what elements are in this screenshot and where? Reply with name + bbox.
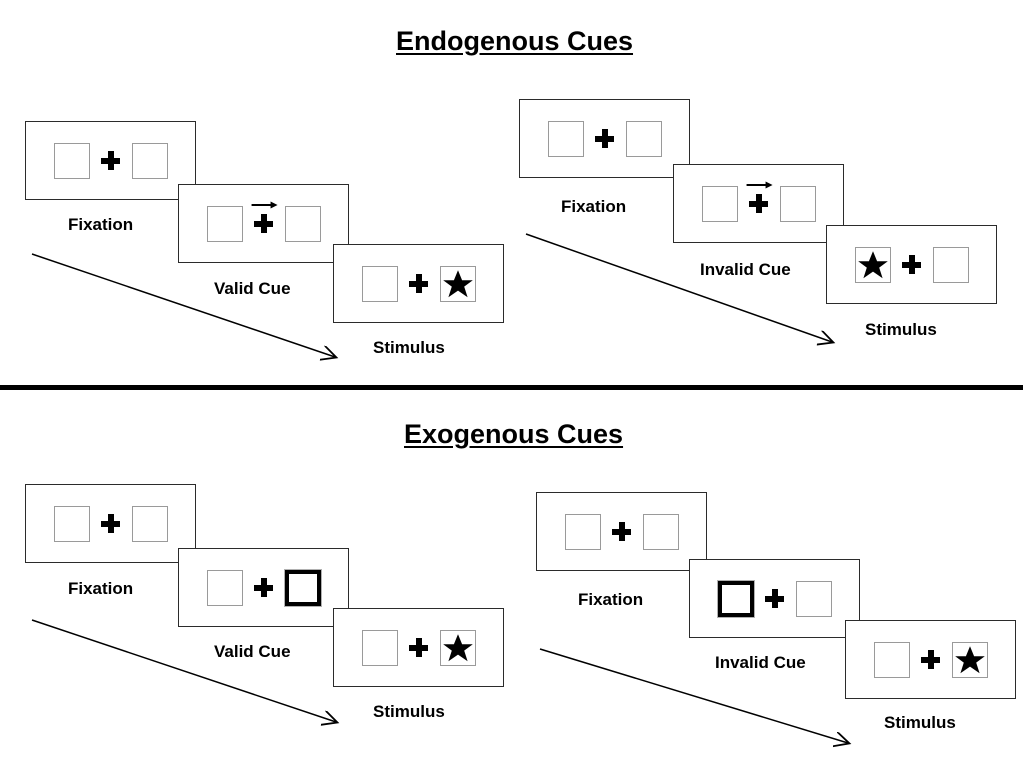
left-box-cued — [717, 580, 754, 617]
section-divider — [0, 385, 1023, 390]
panel-endogenous-valid-stimulus — [333, 244, 504, 323]
fixation-area — [243, 566, 285, 610]
fixation-cross-icon — [765, 589, 784, 608]
left-box — [701, 185, 738, 222]
right-box — [779, 185, 816, 222]
panel-content — [717, 577, 832, 621]
caption-exogenous-invalid-fixation: Fixation — [578, 590, 644, 609]
star-icon — [857, 249, 889, 281]
right-box — [439, 629, 476, 666]
star-icon — [442, 268, 474, 300]
star-icon — [442, 632, 474, 664]
right-box — [951, 641, 988, 678]
fixation-area — [910, 638, 952, 682]
fixation-area — [601, 510, 643, 554]
section-title-exogenous: Exogenous Cues — [404, 419, 624, 449]
fixation-area — [398, 262, 440, 306]
right-box — [795, 580, 832, 617]
fixation-area — [398, 626, 440, 670]
panel-content — [206, 200, 321, 246]
right-box — [642, 513, 679, 550]
caption-endogenous-invalid-stimulus: Stimulus — [865, 320, 937, 339]
panel-exogenous-valid-cue — [178, 548, 349, 627]
fixation-area — [891, 243, 933, 287]
left-box — [873, 641, 910, 678]
panel-exogenous-invalid-stimulus — [845, 620, 1016, 699]
fixation-cross-icon — [749, 194, 768, 213]
caption-endogenous-valid-stimulus: Stimulus — [373, 338, 445, 357]
right-box — [284, 205, 321, 242]
fixation-area — [243, 200, 285, 246]
panel-content — [854, 243, 969, 287]
caption-exogenous-invalid-cue: Invalid Cue — [715, 653, 806, 672]
left-box — [361, 629, 398, 666]
right-box — [131, 142, 168, 179]
right-box — [131, 505, 168, 542]
cue-arrow-right-icon — [745, 180, 773, 190]
caption-endogenous-valid-cue: Valid Cue — [214, 279, 291, 298]
panel-endogenous-valid-cue — [178, 184, 349, 263]
cue-arrow-right-icon — [250, 200, 278, 210]
fixation-cross-icon — [101, 151, 120, 170]
fixation-cross-icon — [595, 129, 614, 148]
fixation-cross-icon — [409, 274, 428, 293]
caption-endogenous-invalid-cue: Invalid Cue — [700, 260, 791, 279]
section-title-endogenous: Endogenous Cues — [396, 26, 634, 56]
fixation-cross-icon — [101, 514, 120, 533]
left-box — [361, 265, 398, 302]
fixation-area — [754, 577, 796, 621]
fixation-cross-icon — [254, 214, 273, 233]
right-box-cued — [284, 569, 321, 606]
panel-content — [206, 566, 321, 610]
caption-endogenous-valid-fixation: Fixation — [68, 215, 134, 234]
fixation-cross-icon — [254, 578, 273, 597]
fixation-area — [738, 180, 780, 226]
caption-exogenous-valid-cue: Valid Cue — [214, 642, 291, 661]
right-box — [932, 246, 969, 283]
fixation-cross-icon — [409, 638, 428, 657]
panel-exogenous-invalid-fixation — [536, 492, 707, 571]
panel-exogenous-invalid-cue — [689, 559, 860, 638]
caption-exogenous-invalid-stimulus: Stimulus — [884, 713, 956, 732]
panel-endogenous-invalid-fixation — [519, 99, 690, 178]
caption-endogenous-invalid-fixation: Fixation — [561, 197, 627, 216]
caption-exogenous-valid-fixation: Fixation — [68, 579, 134, 598]
time-flow-arrow-endogenous-valid — [30, 250, 350, 368]
left-box — [206, 205, 243, 242]
panel-content — [361, 262, 476, 306]
left-box — [53, 505, 90, 542]
panel-content — [873, 638, 988, 682]
caption-exogenous-valid-stimulus: Stimulus — [373, 702, 445, 721]
fixation-cross-icon — [921, 650, 940, 669]
time-flow-arrow-endogenous-invalid — [524, 230, 854, 360]
panel-exogenous-valid-fixation — [25, 484, 196, 563]
right-box — [625, 120, 662, 157]
panel-content — [564, 510, 679, 554]
fixation-cross-icon — [612, 522, 631, 541]
fixation-area — [90, 139, 132, 183]
left-box — [854, 246, 891, 283]
right-box — [439, 265, 476, 302]
left-box — [564, 513, 601, 550]
panel-content — [547, 117, 662, 161]
time-flow-arrow-exogenous-valid — [30, 616, 360, 738]
panel-exogenous-valid-stimulus — [333, 608, 504, 687]
left-box — [206, 569, 243, 606]
fixation-area — [90, 502, 132, 546]
fixation-area — [584, 117, 626, 161]
panel-content — [701, 180, 816, 226]
panel-content — [53, 139, 168, 183]
panel-endogenous-invalid-cue — [673, 164, 844, 243]
panel-content — [53, 502, 168, 546]
panel-endogenous-valid-fixation — [25, 121, 196, 200]
time-flow-arrow-exogenous-invalid — [538, 645, 868, 755]
panel-content — [361, 626, 476, 670]
panel-endogenous-invalid-stimulus — [826, 225, 997, 304]
fixation-cross-icon — [902, 255, 921, 274]
star-icon — [954, 644, 986, 676]
left-box — [53, 142, 90, 179]
left-box — [547, 120, 584, 157]
